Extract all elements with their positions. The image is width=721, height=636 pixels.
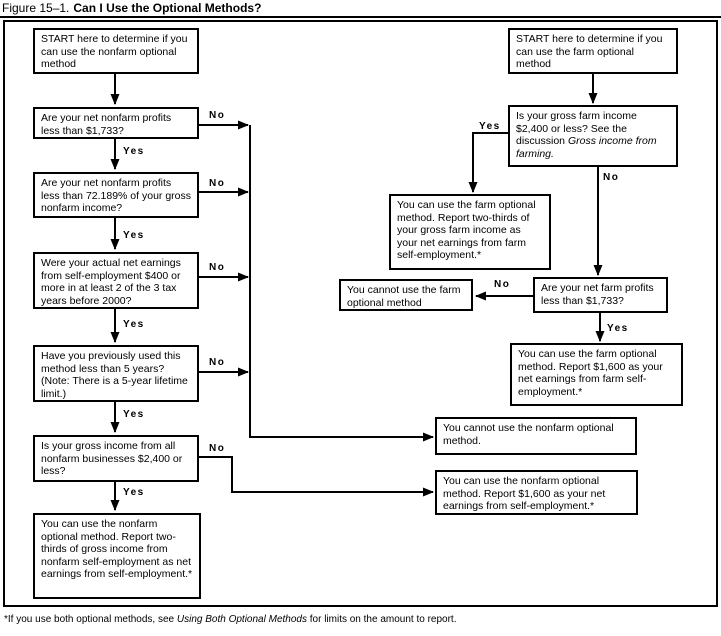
farm-yes-label-1: Yes xyxy=(479,121,501,132)
flowchart-frame xyxy=(3,20,718,607)
figure-title: Figure 15–1.Can I Use the Optional Metho… xyxy=(2,1,261,15)
box-farm-use-two-thirds: You can use the farm optional method. Re… xyxy=(389,194,551,270)
no-label-2: No xyxy=(209,178,226,189)
box-nonfarm-start: START here to determine if you can use t… xyxy=(33,28,199,74)
no-label-4: No xyxy=(209,357,226,368)
yes-label-4: Yes xyxy=(123,409,145,420)
box-nonfarm-q-profits: Are your net nonfarm profits less than $… xyxy=(33,107,199,139)
box-farm-q-income: Is your gross farm income $2,400 or less… xyxy=(508,105,678,167)
box-farm-start: START here to determine if you can use t… xyxy=(508,28,678,74)
box-farm-q-profits: Are your net farm profits less than $1,7… xyxy=(533,277,668,313)
figure-title-text: Can I Use the Optional Methods? xyxy=(73,1,262,15)
footnote-after: for limits on the amount to report. xyxy=(306,614,457,625)
footnote-before: *If you use both optional methods, see xyxy=(4,614,177,625)
yes-label-5: Yes xyxy=(123,487,145,498)
footnote-italic: Using Both Optional Methods xyxy=(176,614,307,625)
trunk-to-nonfarm-cannot xyxy=(249,125,434,442)
box-nonfarm-q-percent: Are your net nonfarm profits less than 7… xyxy=(33,172,199,218)
yes-label-2: Yes xyxy=(123,230,145,241)
no-label-5: No xyxy=(209,443,226,454)
yes-label-3: Yes xyxy=(123,319,145,330)
footnote: *If you use both optional methods, see U… xyxy=(4,614,456,625)
title-rule xyxy=(0,16,721,18)
box-nonfarm-cannot-use: You cannot use the nonfarm optional meth… xyxy=(435,417,637,455)
farm-yes-label-2: Yes xyxy=(607,323,629,334)
farm-q-income-text: Is your gross farm income $2,400 or less… xyxy=(516,110,637,147)
farm-no-label-2: No xyxy=(494,279,511,290)
no-label-1: No xyxy=(209,110,226,121)
box-nonfarm-q-years: Have you previously used this method les… xyxy=(33,345,199,402)
box-nonfarm-use-two-thirds: You can use the nonfarm optional method.… xyxy=(33,513,201,599)
box-nonfarm-use-1600: You can use the nonfarm optional method.… xyxy=(435,470,638,515)
no-label-3: No xyxy=(209,262,226,273)
box-farm-cannot-use: You cannot use the farm optional method xyxy=(339,279,473,311)
yes-label-1: Yes xyxy=(123,146,145,157)
arrow-nonfarm-no-5 xyxy=(198,456,434,497)
arrow-farm-yes-1 xyxy=(468,132,508,193)
box-nonfarm-q-income: Is your gross income from all nonfarm bu… xyxy=(33,435,199,482)
figure-number: Figure 15–1. xyxy=(2,1,70,15)
farm-no-label-1: No xyxy=(603,172,620,183)
farm-q-income-italic: Gross income from farming. xyxy=(516,135,657,160)
box-nonfarm-q-earnings: Were your actual net earnings from self-… xyxy=(33,252,199,309)
box-farm-use-1600: You can use the farm optional method. Re… xyxy=(510,343,683,406)
